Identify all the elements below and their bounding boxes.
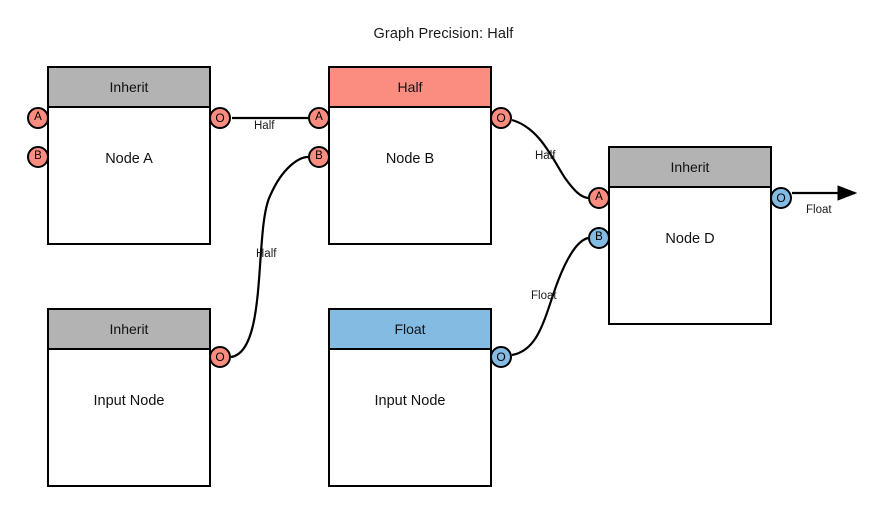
node-title-node-a: Node A bbox=[105, 150, 153, 167]
edge-label-edge-in2-to-d-b: Float bbox=[531, 290, 557, 302]
port-a-out[interactable]: O bbox=[209, 107, 231, 129]
node-title-input-node-1: Input Node bbox=[93, 392, 165, 409]
port-a-in-a[interactable]: A bbox=[27, 107, 49, 129]
node-header-node-b[interactable]: Half bbox=[330, 68, 490, 108]
port-d-out[interactable]: O bbox=[770, 187, 792, 209]
edge-label-edge-b-out-to-d-a: Half bbox=[535, 150, 556, 162]
port-d-in-a[interactable]: A bbox=[588, 187, 610, 209]
node-title-node-d: Node D bbox=[665, 230, 715, 247]
page-title: Graph Precision: Half bbox=[373, 26, 514, 42]
port-b-in-b[interactable]: B bbox=[308, 146, 330, 168]
edge-label-edge-in1-to-b-b: Half bbox=[256, 248, 277, 260]
port-b-in-a[interactable]: A bbox=[308, 107, 330, 129]
node-header-input-node-1[interactable]: Inherit bbox=[49, 310, 209, 350]
port-in2-out[interactable]: O bbox=[490, 346, 512, 368]
port-b-out[interactable]: O bbox=[490, 107, 512, 129]
port-a-in-b[interactable]: B bbox=[27, 146, 49, 168]
node-title-input-node-2: Input Node bbox=[374, 392, 446, 409]
port-d-in-b[interactable]: B bbox=[588, 227, 610, 249]
port-in1-out[interactable]: O bbox=[209, 346, 231, 368]
node-header-node-d[interactable]: Inherit bbox=[610, 148, 770, 188]
node-header-node-a[interactable]: Inherit bbox=[49, 68, 209, 108]
edge-label-edge-d-out-arrow: Float bbox=[806, 204, 832, 216]
node-header-input-node-2[interactable]: Float bbox=[330, 310, 490, 350]
edge-label-edge-a-out-to-b-a: Half bbox=[254, 120, 275, 132]
node-title-node-b: Node B bbox=[385, 150, 435, 167]
